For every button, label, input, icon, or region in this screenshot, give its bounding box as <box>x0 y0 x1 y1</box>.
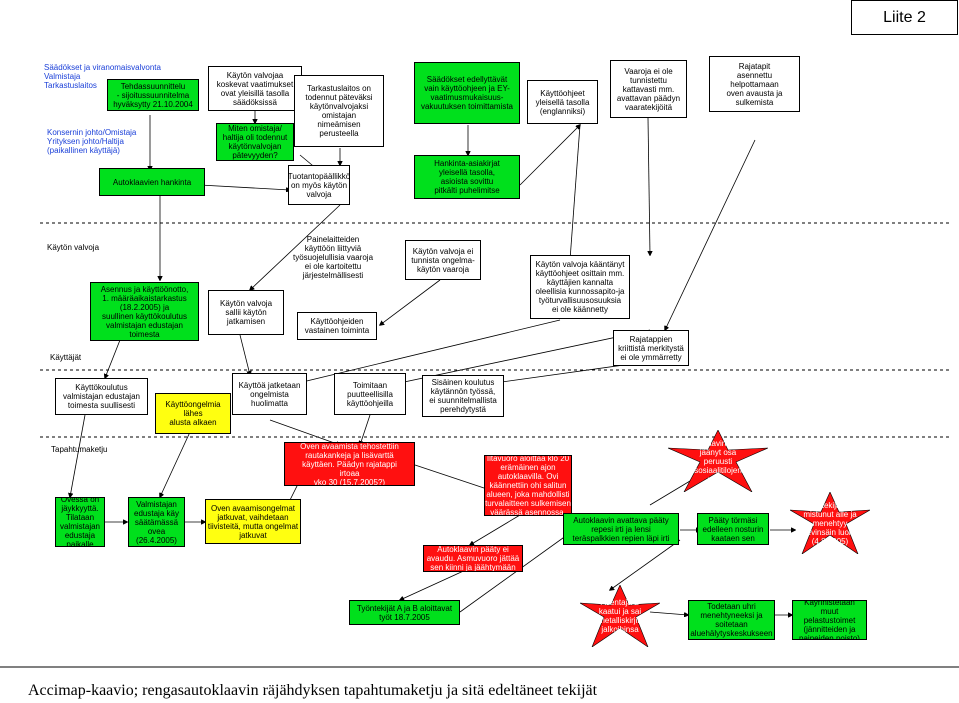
box-workers-start: Työntekijät A ja B aloittavat työt 18.7.… <box>349 600 460 625</box>
box-rep-visit: Valmistajan edustaja käy säätämässä ovea… <box>128 497 185 547</box>
row-label-operation: Käytön valvoja <box>47 243 100 252</box>
box-rescue-started: Käynnistetään muut pelastustoimet (jänni… <box>792 600 867 640</box>
arrow <box>239 334 250 375</box>
box-autoclave-started: Iltavuoro aloittaa klo 20 erämäinen ajon… <box>484 455 572 516</box>
box-supervisor-requirements: Käytön valvojaa koskevat vaatimukset ova… <box>208 66 302 111</box>
box-manual-not-followed: Käyttöohjeiden vastainen toiminta <box>297 312 377 340</box>
box-colleagues-work: Toimitaan puutteellisilla käyttöohjeilla <box>334 373 406 415</box>
star-event-worker-b: Asentaja B kaatui ja sai metalliskirjin … <box>580 585 660 647</box>
box-end-burst: Autoklaavin avattava pääty repesi irti j… <box>563 513 679 545</box>
arrow <box>199 184 290 190</box>
box-pressure-equipment: Painelaitteiden käyttöön liittyviä työsu… <box>292 234 374 280</box>
arrow <box>649 611 688 615</box>
arrow <box>414 464 490 490</box>
arrow <box>400 567 471 600</box>
box-supervisor-unaware: Käytön valvoja ei tunnista ongelma- käyt… <box>405 240 481 280</box>
arrow <box>519 125 580 186</box>
arrow <box>380 279 441 325</box>
box-training: Käyttökoulutus valmistajan edustajan toi… <box>55 378 148 415</box>
arrow <box>360 414 371 445</box>
box-plan-approved: Tehdassuunnittelu - sijoitussuunnitelma … <box>107 79 199 111</box>
arrow <box>470 514 521 545</box>
box-limit-pins-misunderstood: Rajatappien kriittistä merkitystä ei ole… <box>613 330 689 366</box>
arrow <box>250 204 341 290</box>
star-text: Työntekijä A ja mistunut alle ja menehty… <box>802 500 858 546</box>
section-dividers <box>0 222 959 668</box>
box-autoclave-acquisition: Autoklaavien hankinta <box>99 168 205 196</box>
arrows <box>70 110 795 615</box>
box-limit-switches: Rajatapit asennettu helpottamaan oven av… <box>709 56 800 112</box>
box-owner-question: Miten omistaja/ haltija oli todennut käy… <box>216 123 294 161</box>
box-problems-early: Käyttöongelmia lähes alusta alkaen <box>155 393 231 434</box>
box-door-stiff: Ovessa on jäykkyyttä. Tilataan valmistaj… <box>55 497 105 547</box>
box-crane-hit: Pääty törmäsi edelleen nosturin kaataen … <box>697 513 769 545</box>
row-label-users: Käyttäjät <box>50 353 82 362</box>
box-production-manager: Tuotantopäällikkö on myös käytön valvoja <box>288 165 350 205</box>
figure-caption: Accimap-kaavio; rengasautoklaavin räjähd… <box>28 682 598 699</box>
arrow <box>570 124 581 260</box>
box-manual-english: Käyttöohjeet yleisellä tasolla (englanni… <box>527 80 598 124</box>
box-internal-training: Sisäinen koulutus käytännön työssä, ei s… <box>422 375 504 417</box>
box-supervisor-allows: Käytön valvoja sallii käytön jatkamisen <box>208 290 284 335</box>
arrow <box>610 539 681 590</box>
arrow <box>105 339 121 378</box>
box-door-problems-continue: Oven avaamisongelmat jatkuvat, vaihdetaa… <box>205 499 301 544</box>
arrow <box>269 419 340 445</box>
box-ec-requirements: Säädökset edellyttävät vain käyttöohjeen… <box>414 62 520 124</box>
arrow <box>648 117 650 255</box>
star-text: Asentaja B kaatui ja sai metalliskirjin … <box>598 598 642 634</box>
star-text: Autoklaavin jäsellä jäänyt osa peruusti … <box>684 438 752 484</box>
box-installation-inspection: Asennus ja käyttöönotto, 1. määräaikaist… <box>90 282 199 341</box>
box-procurement-docs: Hankinta-asiakirjat yleisellä tasolla, a… <box>414 155 520 199</box>
star-shape <box>580 585 660 647</box>
arrow <box>160 431 191 497</box>
box-victim-declared: Todetaan uhri menehtyneeksi ja soitetaan… <box>688 600 775 640</box>
arrow <box>70 414 86 497</box>
box-dangers-not-identified: Vaaroja ei ole tunnistettu kattavasti mm… <box>610 60 687 118</box>
row-label-company: Konsernin johto/Omistaja Yrityksen johto… <box>47 128 137 155</box>
row-label-event-chain: Tapahtumaketju <box>51 445 108 454</box>
star-shape <box>668 430 768 492</box>
box-door-opening-forced: Oven avaamista tehostettiin rautakankeja… <box>284 442 415 486</box>
star-event-worker-a: Työntekijä A ja mistunut alle ja menehty… <box>790 492 870 554</box>
box-manual-translated: Käytön valvoja kääntänyt käyttöohjeet os… <box>530 255 630 319</box>
box-continued-use: Käyttöä jatketaan ongelmista huolimatta <box>232 373 307 415</box>
appendix-label: Liite 2 <box>851 0 958 35</box>
star-event-others: Autoklaavin jäsellä jäänyt osa peruusti … <box>668 430 768 492</box>
box-autoclave-end-open: Autoklaavin pääty ei avaudu. Asmuvuoro j… <box>423 545 523 572</box>
arrow <box>665 139 756 330</box>
box-inspection-body: Tarkastuslaitos on todennut päteväksi kä… <box>294 75 384 147</box>
row-label-authorities: Säädökset ja viranomaisvalvonta Valmista… <box>44 63 161 90</box>
star-shape <box>790 492 870 554</box>
